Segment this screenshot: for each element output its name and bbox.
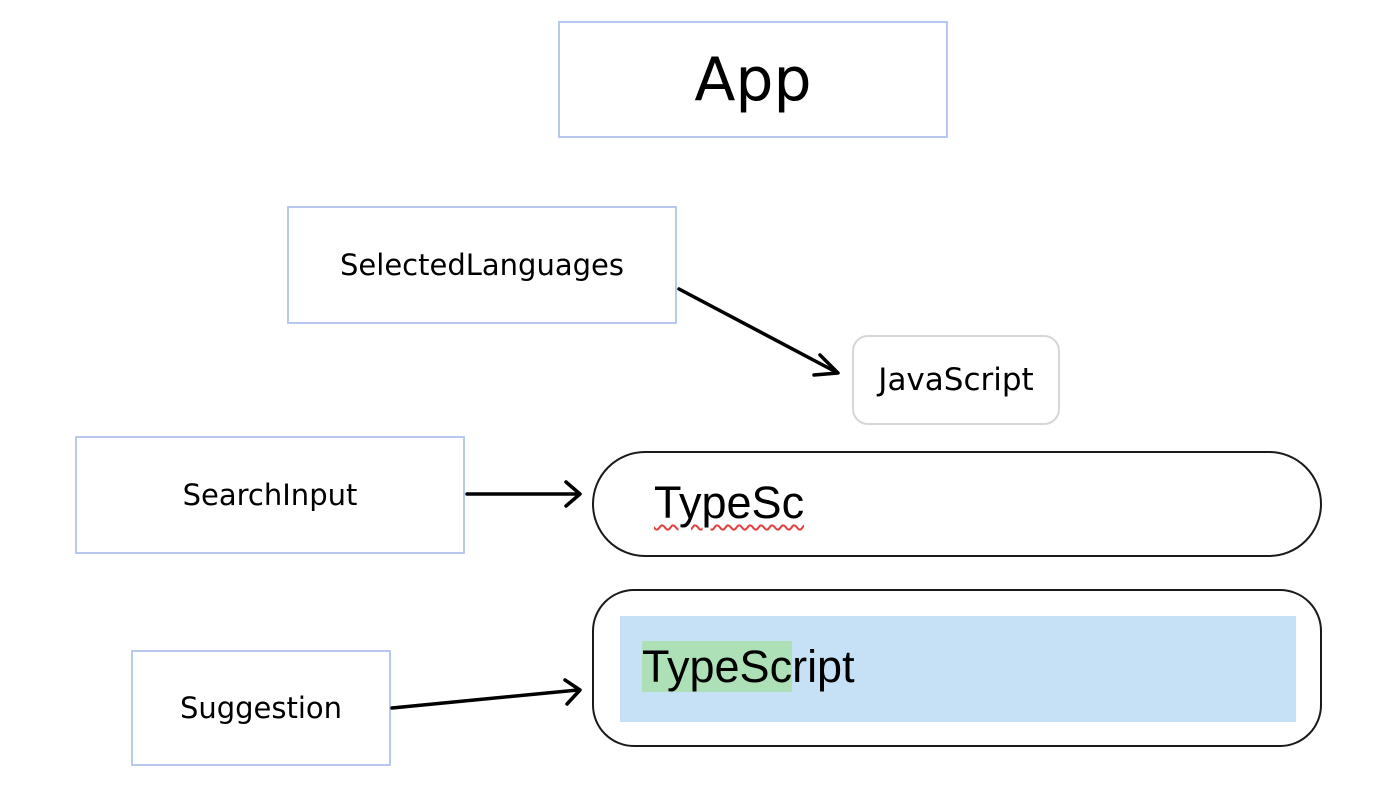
- arrow-search-input-to-field: [465, 480, 582, 508]
- suggestion-component-label: Suggestion: [131, 650, 391, 766]
- suggestion-list: TypeScript: [592, 589, 1322, 747]
- app-component-label: App: [558, 21, 948, 138]
- search-input-component-label: SearchInput: [75, 436, 465, 554]
- arrow-selected-languages-to-chip: [677, 287, 840, 377]
- suggestion-remainder: ript: [792, 641, 855, 692]
- suggestion-item[interactable]: TypeScript: [620, 616, 1296, 722]
- selected-language-chip-text: JavaScript: [878, 362, 1034, 398]
- suggestion-label-text: Suggestion: [179, 691, 343, 725]
- selected-languages-label-text: SelectedLanguages: [340, 248, 624, 282]
- search-input-field[interactable]: TypeSc: [592, 451, 1322, 557]
- arrow-suggestion-to-list: [390, 678, 582, 710]
- suggestion-match-highlight: TypeSc: [642, 641, 793, 692]
- selected-language-chip[interactable]: JavaScript: [852, 335, 1060, 425]
- search-input-value: TypeSc: [654, 477, 805, 528]
- suggestion-item-text: TypeScript: [642, 641, 855, 693]
- search-input-label-text: SearchInput: [182, 478, 358, 512]
- selected-languages-component-label: SelectedLanguages: [287, 206, 677, 324]
- app-label-text: App: [694, 44, 812, 115]
